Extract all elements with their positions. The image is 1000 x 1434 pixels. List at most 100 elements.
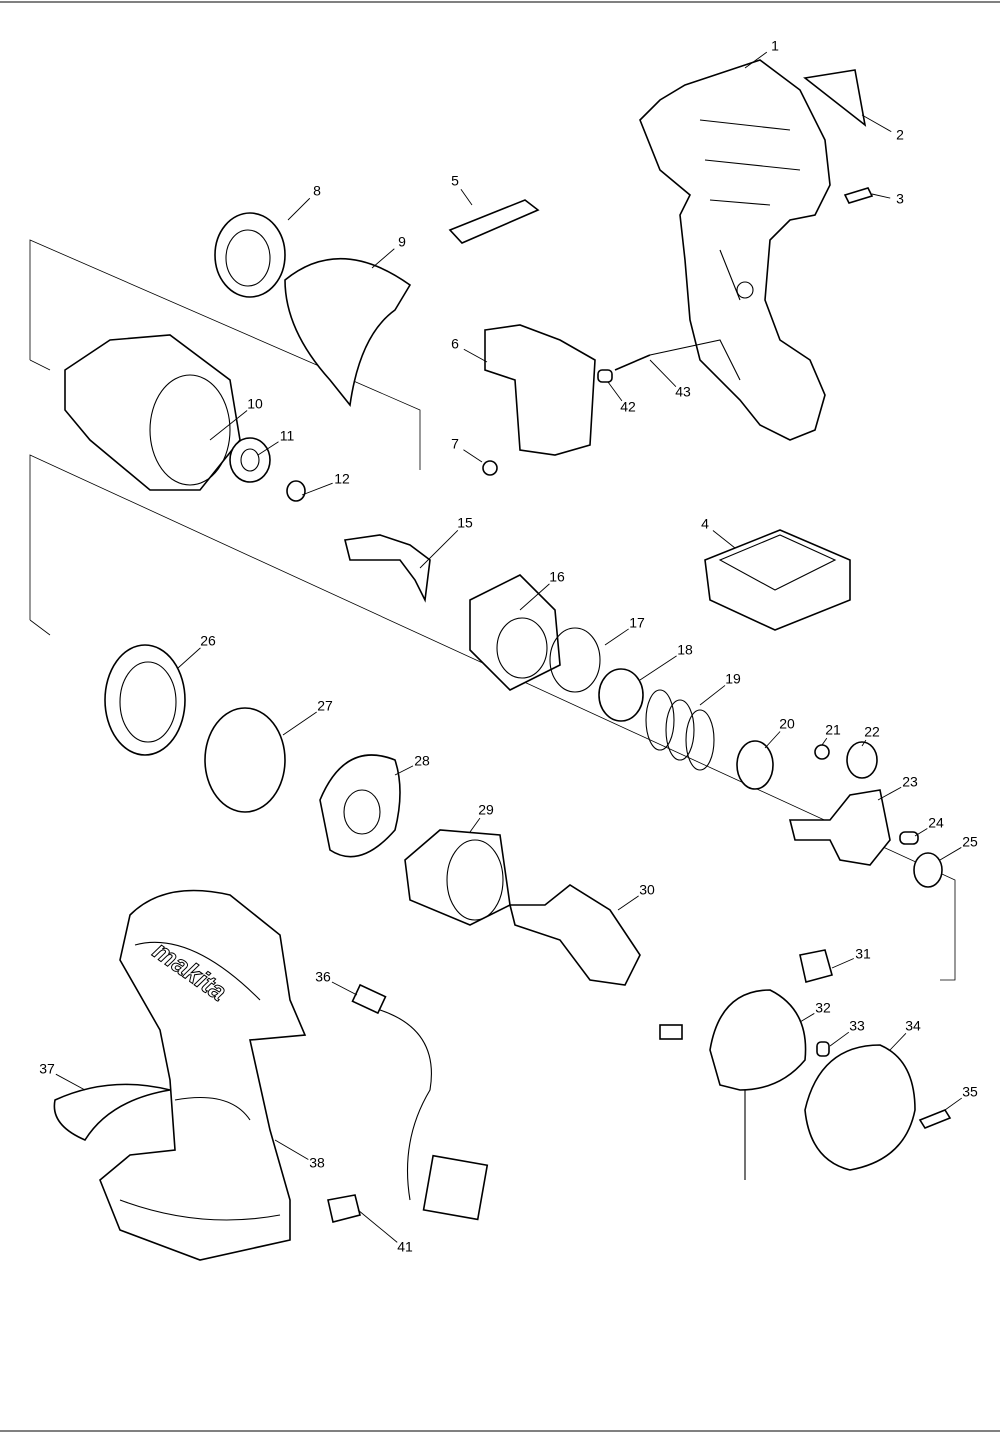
leader-line-4 (712, 530, 736, 549)
leader-line-1 (744, 51, 768, 69)
callout-1: 1 (771, 38, 779, 54)
screw-7 (482, 460, 498, 476)
callout-25: 25 (962, 834, 978, 850)
flat-washer-20 (736, 740, 774, 790)
callout-30: 30 (639, 882, 655, 898)
leader-line-24 (914, 828, 928, 837)
controller (704, 529, 851, 631)
switch (484, 324, 596, 456)
pin-42 (597, 369, 613, 383)
leader-line-22 (861, 739, 867, 747)
leader-line-12 (301, 482, 333, 496)
leader-line-16 (519, 583, 550, 611)
anvil-15 (344, 534, 431, 603)
callout-16: 16 (549, 569, 565, 585)
callout-7: 7 (451, 436, 459, 452)
leader-line-35 (944, 1097, 962, 1111)
leader-line-18 (639, 655, 677, 681)
callout-28: 28 (414, 753, 430, 769)
group-frames (29, 239, 956, 981)
bumper-9 (284, 257, 412, 407)
leader-line-19 (699, 685, 726, 706)
leader-line-30 (617, 895, 639, 911)
leader-line-38 (274, 1139, 309, 1160)
callout-5: 5 (451, 173, 459, 189)
leader-line-34 (889, 1033, 907, 1051)
wire-36 (351, 983, 489, 1221)
callout-8: 8 (313, 183, 321, 199)
brush-holder-31 (799, 949, 833, 983)
compression-spring-19 (645, 689, 715, 771)
callout-37: 37 (39, 1061, 55, 1077)
leader-line-43 (649, 359, 677, 387)
spindle-23 (788, 789, 891, 866)
ring-8 (214, 212, 286, 298)
callout-32: 32 (815, 1000, 831, 1016)
lever (448, 199, 540, 244)
flat-washer-18 (598, 668, 644, 722)
leader-line-17 (604, 628, 629, 646)
leader-line-20 (764, 731, 781, 749)
callout-3: 3 (896, 191, 904, 207)
o-ring-27 (204, 707, 286, 813)
leader-line-9 (371, 248, 395, 269)
callout-43: 43 (675, 384, 691, 400)
callout-27: 27 (317, 698, 333, 714)
leader-line-11 (257, 441, 279, 456)
leader-line-6 (463, 348, 488, 363)
leader-line-27 (282, 711, 317, 736)
gear-22 (846, 741, 878, 779)
pin-24 (899, 831, 919, 845)
leader-line-23 (877, 786, 902, 801)
leader-line-37 (55, 1073, 86, 1091)
pin-43 (614, 354, 651, 371)
name-plate (803, 69, 867, 127)
callout-18: 18 (677, 642, 693, 658)
switch-plate-32 (709, 989, 807, 1091)
callout-22: 22 (864, 724, 880, 740)
callout-11: 11 (280, 428, 295, 444)
leader-line-29 (469, 817, 481, 833)
hammer-16 (469, 574, 561, 691)
ring-26 (104, 644, 186, 756)
steel-ball-17 (549, 627, 601, 693)
leader-line-41 (357, 1209, 398, 1243)
housing-set-left: makita (99, 889, 307, 1261)
leader-line-28 (394, 765, 414, 776)
washer-25 (913, 852, 943, 888)
leader-line-2 (861, 114, 892, 133)
pin-33 (816, 1041, 830, 1057)
callout-9: 9 (398, 234, 406, 250)
callout-33: 33 (849, 1018, 865, 1034)
callout-19: 19 (725, 671, 741, 687)
leader-line-10 (209, 410, 248, 441)
tapping-screw-35 (918, 1109, 952, 1129)
callout-42: 42 (620, 399, 636, 415)
callout-2: 2 (896, 127, 904, 143)
callout-12: 12 (334, 471, 350, 487)
callout-6: 6 (451, 336, 459, 352)
leader-line-5 (460, 188, 473, 206)
leader-line-3 (871, 193, 891, 199)
leader-line-31 (831, 958, 854, 969)
leader-line-25 (939, 847, 962, 861)
callout-26: 26 (200, 633, 216, 649)
callout-4: 4 (701, 516, 709, 532)
callout-41: 41 (397, 1239, 413, 1255)
callout-17: 17 (629, 615, 645, 631)
leader-line-8 (287, 197, 311, 221)
leader-line-32 (799, 1013, 815, 1023)
callout-21: 21 (825, 722, 841, 738)
rear-cover-34 (804, 1044, 916, 1171)
tapping-screw-3 (843, 187, 874, 204)
callout-38: 38 (309, 1155, 325, 1171)
callout-24: 24 (928, 815, 944, 831)
callout-35: 35 (962, 1084, 978, 1100)
terminal (659, 1024, 683, 1040)
callout-10: 10 (247, 396, 263, 412)
callout-29: 29 (478, 802, 494, 818)
callout-20: 20 (779, 716, 795, 732)
leader-line-15 (419, 529, 459, 569)
leader-line-33 (829, 1031, 850, 1047)
